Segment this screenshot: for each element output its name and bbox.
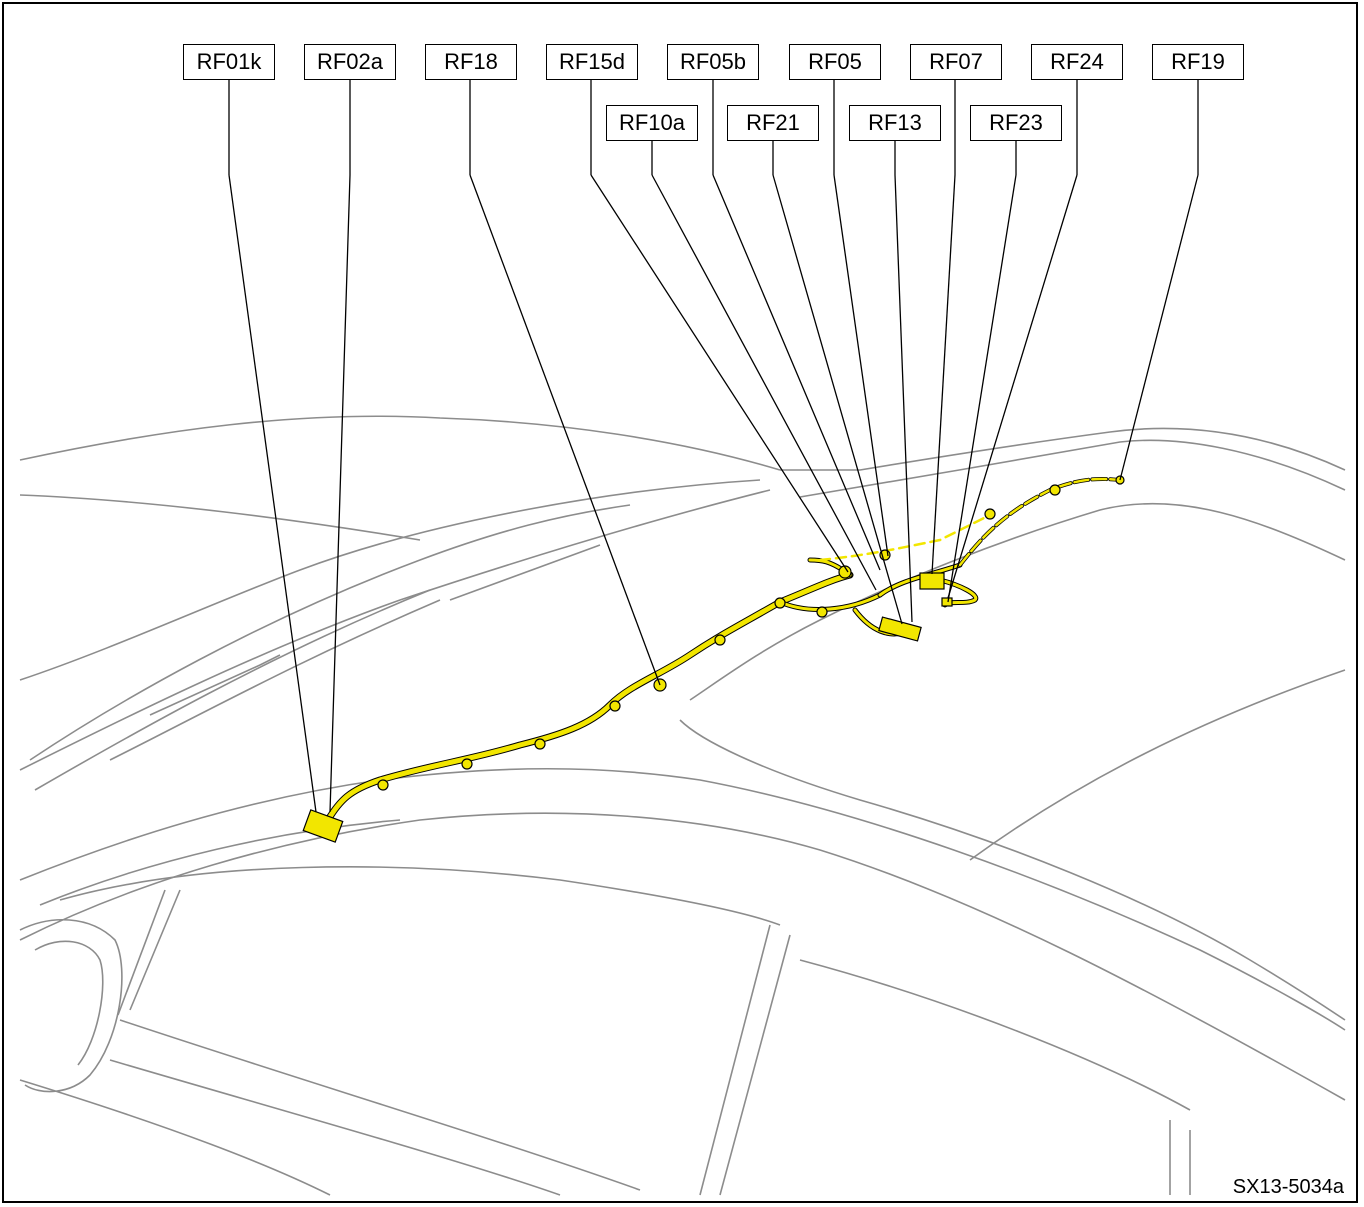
figure-id: SX13-5034a (1232, 1176, 1344, 1198)
clip (714, 634, 726, 646)
harness-connectors (302, 475, 1125, 843)
clip (461, 758, 473, 770)
clip (1049, 484, 1061, 496)
callout-rf21: RF21 (727, 105, 819, 141)
clip (774, 597, 786, 609)
clip (816, 606, 828, 618)
connector-rf23 (941, 597, 953, 607)
callout-rf23: RF23 (970, 105, 1062, 141)
callout-rf01k: RF01k (183, 44, 275, 80)
leader-lines (228, 80, 1199, 813)
callout-rf10a: RF10a (606, 105, 698, 141)
callout-rf05b: RF05b (667, 44, 759, 80)
callout-rf19: RF19 (1152, 44, 1244, 80)
clip (534, 738, 546, 750)
callout-rf15d: RF15d (546, 44, 638, 80)
clip (609, 700, 621, 712)
clip (377, 779, 389, 791)
clip (984, 508, 996, 520)
clip-rf15d (838, 565, 852, 579)
connector-rf13 (878, 616, 922, 642)
connector-rf01k (302, 809, 344, 843)
callout-rf24: RF24 (1031, 44, 1123, 80)
callout-rf05: RF05 (789, 44, 881, 80)
vehicle-outline (19, 415, 1346, 1196)
callout-rf07: RF07 (910, 44, 1002, 80)
callout-rf18: RF18 (425, 44, 517, 80)
callout-rf13: RF13 (849, 105, 941, 141)
callout-rf02a: RF02a (304, 44, 396, 80)
connector-rf07 (919, 572, 945, 590)
wire-harness (324, 477, 1122, 824)
